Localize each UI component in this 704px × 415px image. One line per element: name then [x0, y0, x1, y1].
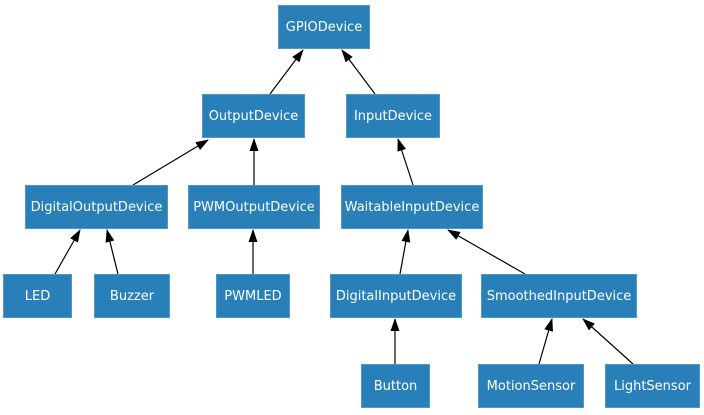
node-inputdevice: InputDevice — [346, 94, 440, 138]
edges-group — [54, 49, 634, 365]
node-digitalinputdevice: DigitalInputDevice — [330, 274, 462, 318]
node-gpiodevice: GPIODevice — [278, 5, 370, 49]
node-button: Button — [361, 364, 430, 408]
node-lightsensor: LightSensor — [605, 364, 700, 408]
edge-motionsensor-to-smoothedinputdevice — [538, 318, 553, 365]
node-pwmled: PWMLED — [216, 274, 290, 318]
node-pwmoutputdevice: PWMOutputDevice — [188, 185, 320, 229]
node-smoothedinputdevice: SmoothedInputDevice — [481, 274, 637, 318]
node-buzzer: Buzzer — [94, 274, 170, 318]
node-led: LED — [3, 274, 72, 318]
edge-smoothedinputdevice-to-waitableinputdevice — [447, 229, 526, 275]
edge-buzzer-to-digitaloutputdevice — [105, 229, 119, 275]
node-outputdevice: OutputDevice — [202, 94, 305, 138]
node-digitaloutputdevice: DigitalOutputDevice — [25, 185, 168, 229]
edge-led-to-digitaloutputdevice — [54, 229, 81, 275]
node-waitableinputdevice: WaitableInputDevice — [341, 185, 483, 229]
edge-waitableinputdevice-to-inputdevice — [397, 138, 414, 186]
edge-inputdevice-to-gpiodevice — [341, 49, 376, 95]
edge-lightsensor-to-smoothedinputdevice — [582, 318, 634, 365]
edge-outputdevice-to-gpiodevice — [269, 49, 304, 95]
node-motionsensor: MotionSensor — [478, 364, 584, 408]
edge-digitalinputdevice-to-waitableinputdevice — [399, 229, 411, 275]
edge-digitaloutputdevice-to-outputdevice — [132, 139, 209, 186]
